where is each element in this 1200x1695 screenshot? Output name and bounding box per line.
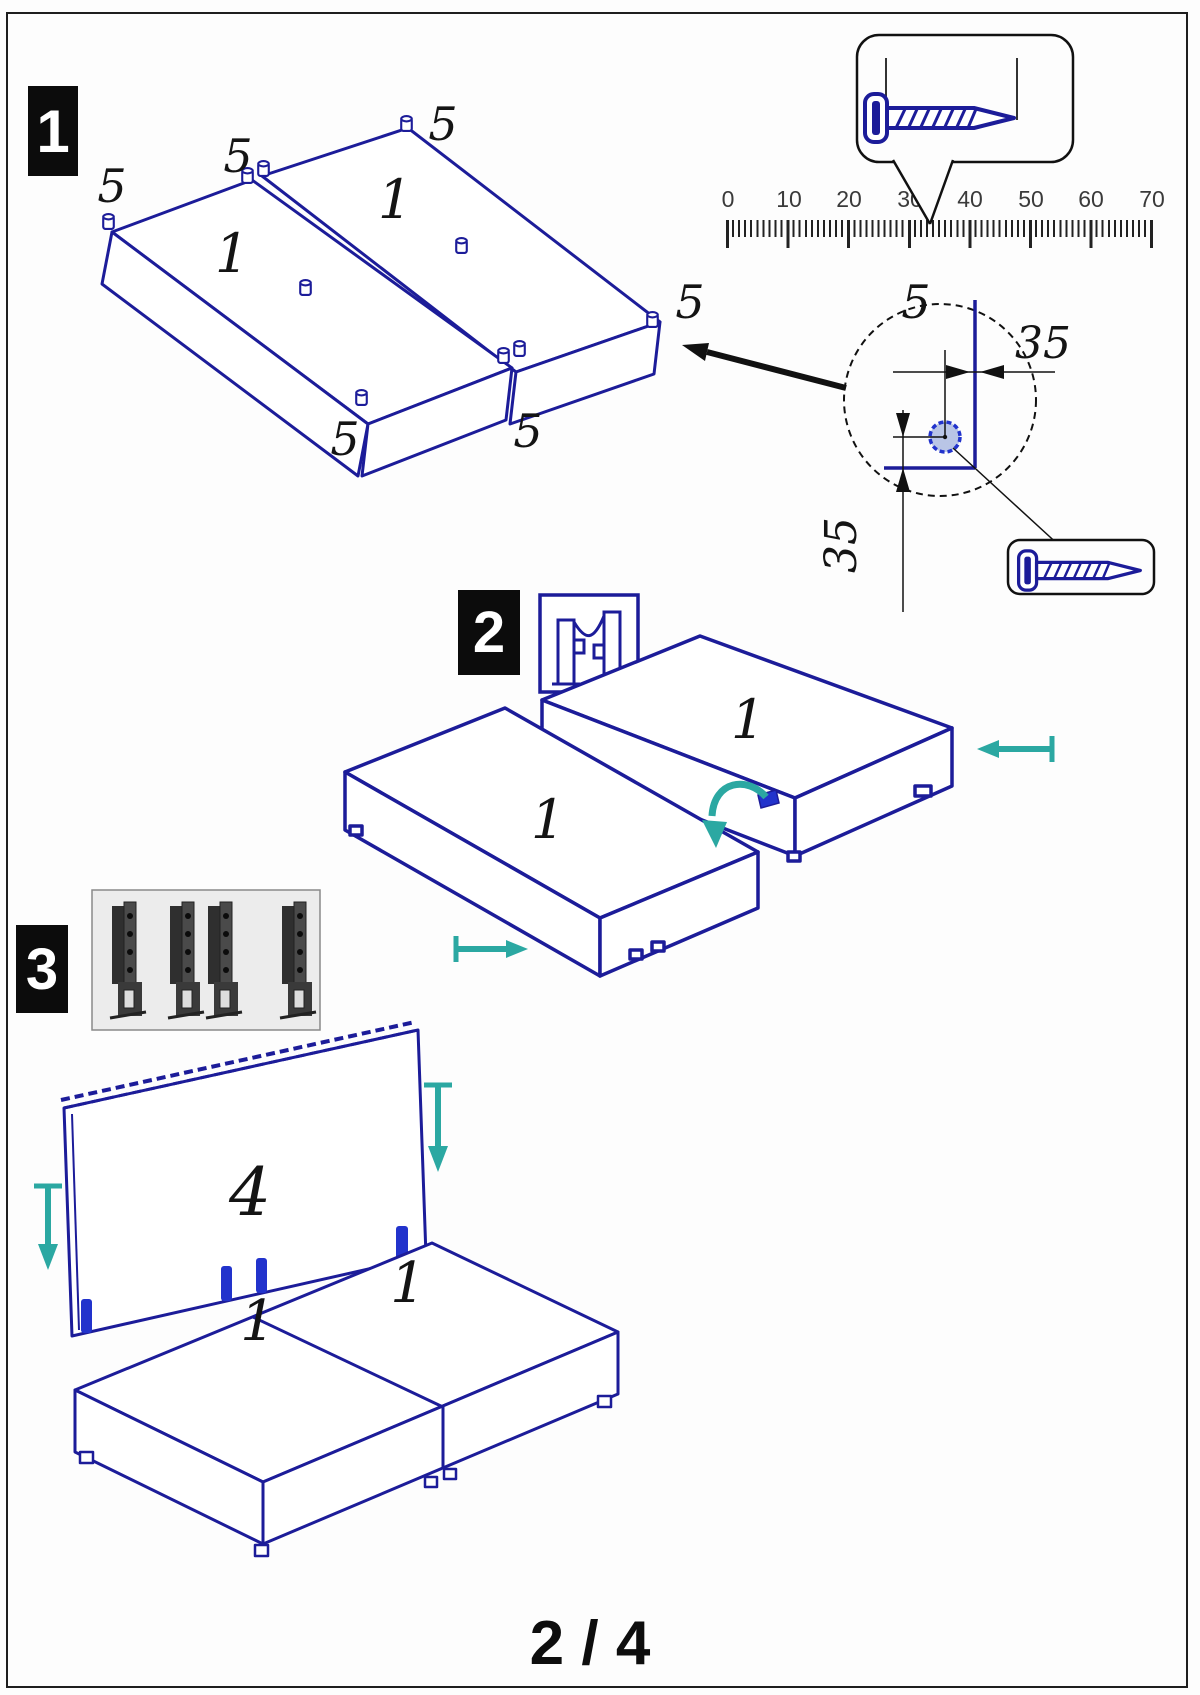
dowel-label: 5 [675, 275, 704, 329]
dowel-label: 5 [330, 412, 359, 466]
step-1-badge: 1 [28, 86, 78, 176]
screw-length-callout [855, 33, 1075, 225]
dowel-label: 5 [428, 97, 457, 151]
mounting-bracket-peg [256, 1258, 267, 1293]
step2-labels: 1 1 [531, 688, 765, 851]
dowel-label: 5 [901, 275, 930, 329]
ruler-tick-label: 10 [776, 186, 802, 212]
assembled-base-drawing [73, 1241, 620, 1558]
box-foot [650, 940, 666, 953]
ruler-tick-label: 20 [836, 186, 862, 212]
push-down-arrow-right [424, 1082, 452, 1172]
rotate-latch-arrow [702, 780, 769, 848]
ruler-tick-label: 60 [1078, 186, 1104, 212]
push-down-arrow-left [34, 1183, 62, 1270]
panel-label: 1 [378, 168, 412, 231]
dowel-label: 5 [223, 129, 252, 183]
base-seam [252, 1315, 444, 1409]
base-right-face [261, 1330, 620, 1546]
detail-pointer-arrow [682, 343, 847, 391]
box-end-face [793, 726, 954, 858]
box-foot [913, 784, 933, 798]
base-labels: 1 1 [240, 1251, 426, 1354]
box-foot [628, 948, 644, 961]
panel-end-face [508, 320, 662, 426]
step-2-badge: 2 [458, 590, 520, 675]
dimension-label-horizontal: 35 [1015, 318, 1071, 369]
page-number: 2 / 4 [529, 1609, 651, 1678]
dowel-peg-icon [355, 389, 368, 406]
dowel-peg-icon [513, 340, 526, 357]
panel-end-face [360, 366, 514, 478]
dowel-peg-icon [102, 213, 115, 230]
base-foot [442, 1467, 458, 1481]
base-foot [596, 1394, 613, 1409]
bracket-photo [91, 889, 321, 1031]
box-foot [348, 824, 364, 837]
headboard-panel-drawing: 4 [60, 1020, 428, 1338]
dowel-peg-icon [646, 311, 659, 328]
ruler-tick-label: 40 [957, 186, 983, 212]
mounting-bracket-peg [396, 1226, 408, 1261]
box-label: 1 [731, 688, 765, 751]
dowel-peg-icon [400, 115, 413, 132]
base-foot [253, 1543, 270, 1558]
mounting-bracket-peg [81, 1299, 92, 1333]
ruler-tick-label: 50 [1018, 186, 1044, 212]
dowel-peg-icon [455, 237, 468, 254]
box-foot [786, 850, 802, 863]
metal-bracket [205, 901, 243, 1020]
ruler-tick-label: 70 [1139, 186, 1165, 212]
base-foot [423, 1475, 439, 1489]
dimension-label-vertical: 35 [816, 517, 867, 573]
ruler-tick-label: 0 [721, 186, 735, 212]
metal-bracket [279, 901, 317, 1020]
dowel-peg-icon [497, 347, 510, 364]
push-right-arrow [453, 936, 528, 962]
metal-bracket [167, 901, 205, 1020]
metal-bracket [109, 901, 147, 1020]
mounting-bracket-peg [221, 1266, 232, 1301]
box-end-face [598, 850, 760, 978]
base-panel-label: 1 [390, 1251, 426, 1316]
dowel-label: 5 [513, 404, 542, 458]
ruler-ticks [726, 220, 1154, 248]
box-label: 1 [531, 788, 565, 851]
base-panel-label: 1 [240, 1289, 276, 1354]
base-foot [78, 1450, 95, 1465]
step2-boxes-drawing [343, 634, 954, 978]
dowel-peg-icon [299, 279, 312, 296]
drill-point-detail: 35 35 5 [816, 275, 1156, 612]
step-3-badge: 3 [16, 925, 68, 1013]
dowel-peg-icon [257, 160, 270, 177]
push-left-arrow [977, 736, 1055, 762]
panel-label: 1 [215, 222, 249, 285]
step1-labels: 5 5 5 1 1 5 5 5 [97, 97, 704, 466]
detail-circle [843, 303, 1037, 497]
headboard-label: 4 [228, 1154, 271, 1231]
dowel-label: 5 [97, 159, 126, 213]
panel-front-face [100, 230, 370, 478]
